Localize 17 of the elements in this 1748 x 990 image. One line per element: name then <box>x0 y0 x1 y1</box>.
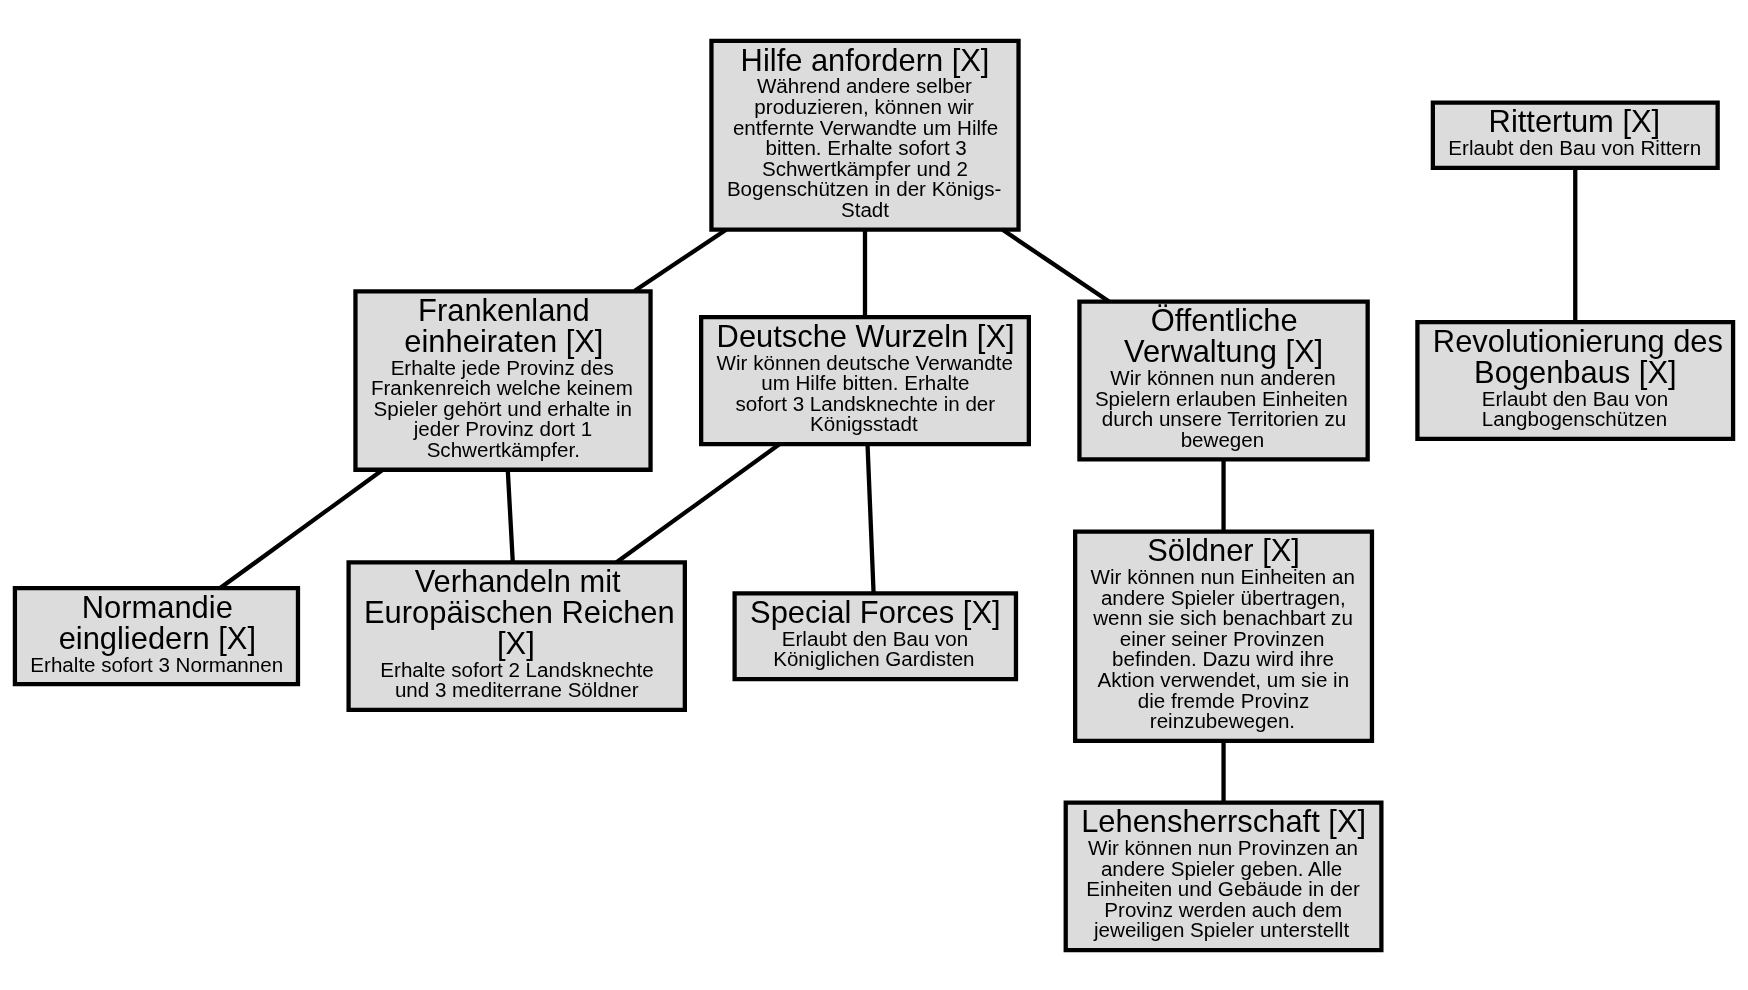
connector <box>505 469 515 562</box>
connector <box>862 229 868 317</box>
node-box: Special Forces [X] Erlaubt den Bau von Königlichen Gardisten <box>732 590 1019 681</box>
node-box: Hilfe anfordern [X] Während andere selber produzieren, können wir entfernte Verwandte um Hilfe bitten. Erhalte sofort 3 Schwertkämpfer und 2 Bogenschützen in der Königs-Stadt <box>709 38 1021 232</box>
node-box: Rittertum [X] Erlaubt den Bau von Rittern <box>1430 99 1720 170</box>
node-box: Frankenland einheiraten [X] Erhalte jede Provinz des Frankenreich welche keinem Spieler gehört und erhalte in jeder Provinz dort 1 Schwertkämpfer. <box>353 288 653 472</box>
node-box: Normandie eingliedern [X] Erhalte sofort 3 Normannen <box>12 585 301 686</box>
node-box: Lehensherrschaft [X] Wir können nun Provinzen an andere Spieler geben. Alle Einheiten und Gebäude in der Provinz werden auch dem jeweiligen Spieler unterstellt <box>1063 799 1384 952</box>
node-box: Söldner [X] Wir können nun Einheiten an andere Spieler übertragen, wenn sie sich benachbart zu einer seiner Provinzen befinden. Dazu wird ihre Aktion verwendet, um sie in die fremde Provinz reinzubewegen. <box>1073 528 1375 743</box>
node-box: Öffentliche Verwaltung [X] Wir können nun anderen Spielern erlauben Einheiten durch unsere Territorien zu bewegen <box>1077 299 1370 462</box>
connector <box>1221 740 1226 802</box>
node-box: Verhandeln mit Europäischen Reichen [X] Erhalte sofort 2 Landsknechte und 3 mediterrane Söldner <box>346 559 687 712</box>
connector <box>1221 459 1226 531</box>
node-box: Revolutionierung des Bogenbaus [X] Erlaubt den Bau von Langbogenschützen <box>1415 319 1736 441</box>
node-box: Deutsche Wurzeln [X] Wir können deutsche Verwandte um Hilfe bitten. Erhalte sofort 3 Landsknechte in der Königsstadt <box>699 314 1031 446</box>
connector <box>865 444 876 593</box>
connector <box>1573 167 1578 322</box>
